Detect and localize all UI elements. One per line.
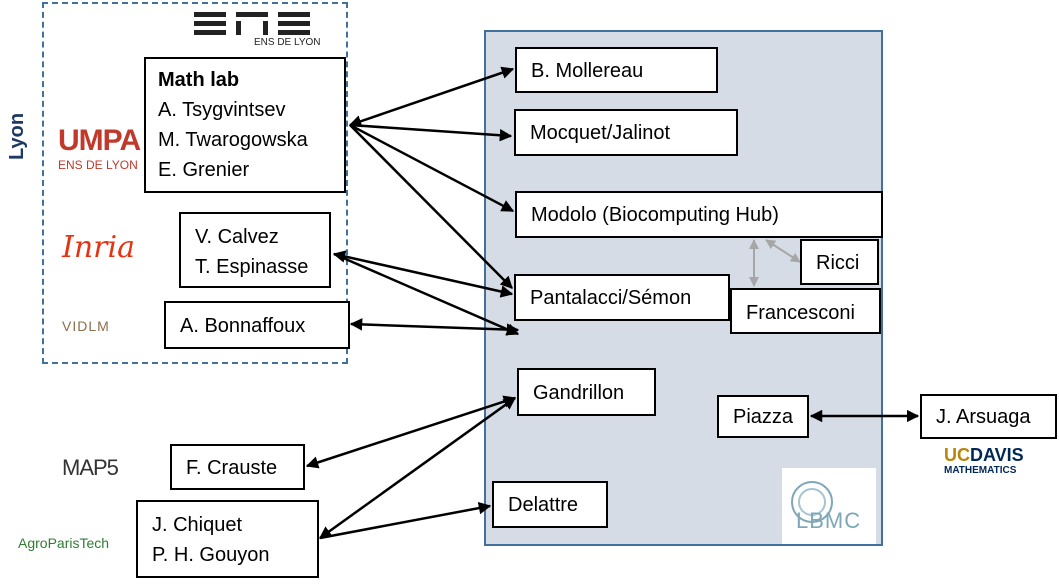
ens-lyon-logo: ENS DE LYON xyxy=(192,8,322,48)
arrow-modolo-ricci xyxy=(765,239,801,263)
math-lab-member: E. Grenier xyxy=(158,159,250,181)
lbmc-logo: LBMC xyxy=(782,468,876,544)
arrow-mathlab-modolo xyxy=(349,123,515,213)
mollereau-label: B. Mollereau xyxy=(531,60,644,82)
umpa-logo-text: UMPA xyxy=(58,124,141,157)
ucdavis-uc: UC xyxy=(944,445,970,465)
math-lab-member: M. Twarogowska xyxy=(158,129,308,151)
mollereau-box: B. Mollereau xyxy=(515,47,718,93)
map5-logo: MAP5 xyxy=(62,450,144,486)
piazza-box: Piazza xyxy=(717,395,809,438)
mocquet-label: Mocquet/Jalinot xyxy=(530,122,671,144)
chiquet-box: J. Chiquet P. H. Gouyon xyxy=(136,500,319,578)
pantalacci-label: Pantalacci/Sémon xyxy=(530,287,692,309)
map5-logo-text: MAP5 xyxy=(62,455,119,480)
ens-logo-text: ENS DE LYON xyxy=(254,37,321,48)
arsuaga-box: J. Arsuaga xyxy=(920,394,1057,439)
ucdavis-logo: UCDAVIS MATHEMATICS xyxy=(944,446,1039,480)
math-lab-member: A. Tsygvintsev xyxy=(158,99,286,121)
lyon-region xyxy=(42,2,348,364)
math-lab-box: Math lab A. Tsygvintsev M. Twarogowska E… xyxy=(144,57,346,193)
crauste-label: F. Crauste xyxy=(186,457,278,479)
umpa-logo-subtext: ENS DE LYON xyxy=(58,158,138,172)
lbmc-logo-mark xyxy=(791,481,833,523)
arrow-chiquet-gandrillon xyxy=(318,396,517,540)
delattre-label: Delattre xyxy=(508,494,579,516)
gouyon-line: P. H. Gouyon xyxy=(152,544,270,566)
vidlm-logo: VIDLM xyxy=(62,314,152,338)
francesconi-label: Francesconi xyxy=(746,302,855,324)
ucdavis-sub: MATHEMATICS xyxy=(944,465,1017,476)
bonnaffoux-label: A. Bonnaffoux xyxy=(180,315,306,337)
espinasse-line: T. Espinasse xyxy=(195,256,309,278)
inria-logo: Inria xyxy=(62,228,162,268)
arsuaga-label: J. Arsuaga xyxy=(936,406,1031,428)
arrow-chiquet-delattre xyxy=(319,501,492,540)
francesconi-box: Francesconi xyxy=(730,288,881,334)
lbmc-logo-text: LBMC xyxy=(796,508,862,533)
modolo-label: Modolo (Biocomputing Hub) xyxy=(531,204,779,226)
arrow-mathlab-mocquet xyxy=(349,123,513,142)
piazza-label: Piazza xyxy=(733,406,794,428)
mocquet-box: Mocquet/Jalinot xyxy=(514,109,738,156)
vidlm-logo-text: VIDLM xyxy=(62,318,110,334)
arrow-calvez-pantalacci xyxy=(332,250,514,298)
math-lab-title: Math lab xyxy=(158,69,240,91)
inria-logo-text: Inria xyxy=(62,230,135,265)
ens-logo-mark xyxy=(194,12,310,35)
umpa-logo: UMPA ENS DE LYON xyxy=(58,126,144,176)
arrow-crauste-gandrillon xyxy=(305,395,517,469)
ricci-box: Ricci xyxy=(800,239,879,285)
crauste-box: F. Crauste xyxy=(170,444,305,490)
calvez-box: V. Calvez T. Espinasse xyxy=(179,212,331,288)
ricci-label: Ricci xyxy=(816,252,860,274)
agroparistech-logo-text: AgroParisTech xyxy=(18,535,110,551)
ucdavis-davis: DAVIS xyxy=(970,445,1024,465)
arrow-bonnaffoux-center xyxy=(349,318,520,336)
ucdavis-logo-title: UCDAVIS xyxy=(944,446,1039,464)
agroparistech-logo: AgroParisTech xyxy=(18,528,128,558)
modolo-box: Modolo (Biocomputing Hub) xyxy=(515,191,883,238)
delattre-box: Delattre xyxy=(492,481,608,528)
gandrillon-label: Gandrillon xyxy=(533,382,625,404)
arrow-mathlab-mollereau xyxy=(348,66,515,128)
bonnaffoux-box: A. Bonnaffoux xyxy=(164,301,350,349)
chiquet-line: J. Chiquet xyxy=(152,514,243,536)
pantalacci-box: Pantalacci/Sémon xyxy=(514,274,730,321)
calvez-line: V. Calvez xyxy=(195,226,279,248)
gandrillon-box: Gandrillon xyxy=(517,368,656,416)
